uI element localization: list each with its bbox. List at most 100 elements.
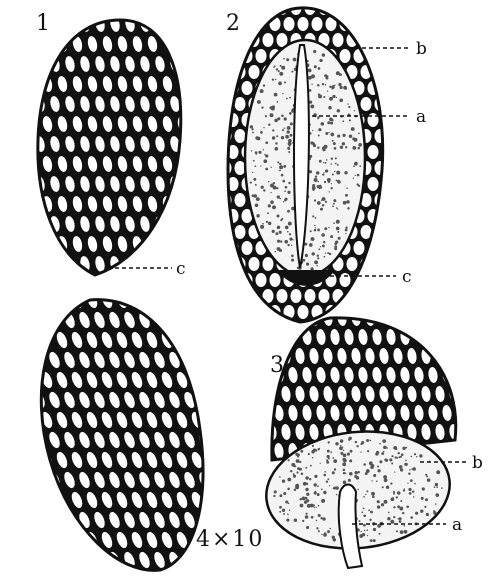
texture-dot — [261, 186, 264, 189]
texture-dot — [274, 93, 278, 97]
texture-dot — [338, 83, 341, 86]
texture-dot — [386, 486, 389, 489]
texture-dot — [360, 531, 361, 532]
texture-dot — [299, 498, 301, 500]
coat-cell — [25, 490, 40, 509]
texture-dot — [255, 203, 259, 207]
texture-dot — [340, 146, 343, 149]
texture-dot — [323, 533, 327, 537]
coat-cell — [34, 55, 46, 73]
coat-cell — [175, 330, 190, 349]
texture-dot — [404, 530, 408, 534]
coat-cell — [441, 442, 452, 459]
coat-cell — [333, 33, 344, 47]
texture-dot — [279, 198, 280, 199]
texture-dot — [289, 145, 291, 147]
texture-dot — [268, 222, 271, 225]
texture-dot — [322, 244, 325, 247]
texture-dot — [434, 486, 436, 488]
texture-dot — [287, 210, 290, 213]
texture-dot — [319, 248, 321, 250]
coat-cell — [242, 305, 253, 319]
coat-cell — [161, 235, 173, 253]
texture-dot — [293, 475, 296, 478]
texture-dot — [425, 498, 428, 501]
texture-dot — [286, 519, 289, 522]
texture-dot — [250, 125, 253, 128]
texture-dot — [337, 180, 340, 183]
texture-dot — [283, 492, 286, 495]
coat-cell — [368, 145, 379, 159]
coat-cell — [455, 404, 466, 421]
coat-cell — [146, 235, 158, 253]
texture-dot — [337, 164, 339, 166]
texture-dot — [415, 512, 418, 515]
texture-dot — [317, 228, 319, 230]
texture-dot — [282, 480, 285, 483]
coat-cell — [361, 33, 372, 47]
texture-dot — [330, 163, 332, 165]
coat-cell — [441, 328, 452, 345]
coat-cell — [249, 1, 260, 15]
texture-dot — [277, 195, 280, 198]
coat-cell — [41, 235, 53, 253]
texture-dot — [391, 455, 393, 457]
texture-dot — [410, 479, 413, 482]
coat-cell — [190, 290, 205, 309]
coat-cell — [221, 225, 232, 239]
coat-cell — [145, 290, 160, 309]
coat-cell — [455, 442, 466, 459]
coat-cell — [235, 289, 246, 303]
texture-dot — [333, 222, 335, 224]
texture-dot — [317, 255, 319, 257]
texture-dot — [317, 257, 319, 259]
texture-dot — [314, 229, 317, 232]
texture-dot — [342, 142, 345, 145]
texture-dot — [281, 66, 285, 70]
texture-dot — [412, 467, 415, 470]
texture-dot — [287, 488, 290, 491]
texture-dot — [306, 526, 309, 529]
texture-dot — [284, 128, 285, 129]
texture-dot — [326, 461, 329, 464]
texture-dot — [330, 451, 332, 453]
texture-dot — [369, 461, 373, 465]
figure-number-2: 2 — [226, 11, 240, 36]
texture-dot — [382, 439, 386, 443]
coat-cell — [312, 17, 323, 31]
texture-dot — [340, 439, 344, 443]
texture-dot — [273, 495, 275, 497]
texture-dot — [334, 242, 337, 245]
texture-dot — [276, 68, 278, 70]
coat-cell — [347, 1, 358, 15]
texture-dot — [266, 221, 268, 223]
texture-dot — [256, 214, 259, 217]
texture-dot — [350, 450, 353, 453]
coat-cell — [25, 370, 40, 389]
texture-dot — [330, 122, 333, 125]
texture-dot — [281, 174, 284, 177]
coat-cell — [361, 1, 372, 15]
texture-dot — [330, 235, 333, 238]
seed-2-longitudinal-section — [221, 1, 386, 322]
texture-dot — [383, 446, 387, 450]
texture-dot — [358, 147, 361, 150]
coat-cell — [347, 257, 358, 271]
coat-cell — [235, 193, 246, 207]
texture-dot — [332, 140, 334, 142]
coat-cell — [448, 347, 459, 364]
coat-cell — [34, 255, 46, 273]
texture-dot — [315, 217, 317, 219]
texture-dot — [332, 174, 334, 176]
texture-dot — [343, 450, 345, 452]
texture-dot — [265, 141, 268, 144]
texture-dot — [285, 500, 288, 503]
texture-dot — [282, 93, 283, 94]
texture-dot — [272, 205, 276, 209]
coat-cell — [32, 550, 47, 569]
texture-dot — [282, 129, 284, 131]
texture-dot — [307, 504, 311, 508]
texture-dot — [291, 245, 292, 246]
texture-dot — [396, 496, 398, 498]
coat-cell — [375, 1, 386, 15]
